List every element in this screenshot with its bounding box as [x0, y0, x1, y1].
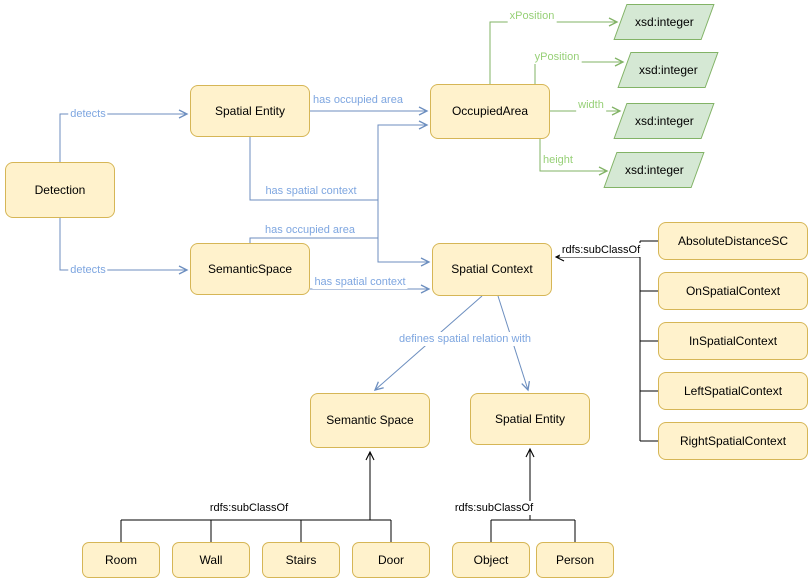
- node-semantic-space-lower: Semantic Space: [310, 393, 430, 448]
- edge-detects-spatial-entity: [59, 109, 189, 162]
- edge-yposition: [534, 57, 625, 84]
- subclass-tree-spatial-entity: [490, 519, 576, 542]
- node-absolutedistancesc: AbsoluteDistanceSC: [658, 222, 808, 260]
- node-stairs: Stairs: [262, 542, 340, 578]
- node-semanticspace: SemanticSpace: [190, 243, 310, 295]
- datatype-node-xsd-integer-1: xsd:integer: [613, 4, 715, 40]
- edge-label-has-occupied-area-2: has occupied area: [263, 223, 357, 237]
- datatype-node-xsd-integer-4: xsd:integer: [603, 152, 705, 188]
- edge-height: [539, 139, 609, 176]
- datatype-label: xsd:integer: [638, 63, 698, 77]
- node-spatial-entity: Spatial Entity: [190, 85, 310, 137]
- node-door: Door: [352, 542, 430, 578]
- edge-label-xposition: xPosition: [507, 9, 557, 23]
- node-person: Person: [536, 542, 614, 578]
- subclass-right-stubs: [640, 240, 658, 442]
- edge-label-subclassof-semantic-space: rdfs:subClassOf: [207, 501, 291, 515]
- edge-label-subclassof-spatial-entity: rdfs:subClassOf: [452, 501, 536, 515]
- edge-label-has-spatial-context-1: has spatial context: [263, 184, 359, 198]
- edge-label-subclassof-context: rdfs:subClassOf: [559, 243, 643, 257]
- node-onspatialcontext: OnSpatialContext: [658, 272, 808, 310]
- edge-label-has-spatial-context-2: has spatial context: [312, 275, 408, 289]
- edge-label-defines: defines spatial relation with: [396, 332, 534, 346]
- datatype-node-xsd-integer-3: xsd:integer: [613, 103, 715, 139]
- node-detection: Detection: [5, 162, 115, 218]
- node-occupiedarea: OccupiedArea: [430, 84, 550, 139]
- datatype-label: xsd:integer: [634, 114, 694, 128]
- datatype-label: xsd:integer: [624, 163, 684, 177]
- node-wall: Wall: [172, 542, 250, 578]
- edge-label-has-occupied-area-1: has occupied area: [311, 93, 405, 107]
- edge-has-occupied-area-2: [249, 120, 429, 243]
- node-leftspatialcontext: LeftSpatialContext: [658, 372, 808, 410]
- node-spatial-entity-lower: Spatial Entity: [470, 393, 590, 445]
- subclass-tree-semantic-space: [120, 519, 392, 542]
- edge-label-height: height: [541, 153, 575, 167]
- edge-label-detects-2: detects: [68, 263, 108, 277]
- edge-label-detects-1: detects: [68, 107, 108, 121]
- edge-xposition: [489, 17, 619, 84]
- node-inspatialcontext: InSpatialContext: [658, 322, 808, 360]
- node-room: Room: [82, 542, 160, 578]
- node-spatial-context: Spatial Context: [432, 243, 552, 296]
- node-rightspatialcontext: RightSpatialContext: [658, 422, 808, 460]
- edge-label-width: width: [576, 98, 606, 112]
- edge-detects-semanticspace: [59, 218, 189, 275]
- datatype-node-xsd-integer-2: xsd:integer: [617, 52, 719, 88]
- node-object: Object: [452, 542, 530, 578]
- edge-label-yposition: yPosition: [532, 50, 582, 64]
- datatype-label: xsd:integer: [634, 15, 694, 29]
